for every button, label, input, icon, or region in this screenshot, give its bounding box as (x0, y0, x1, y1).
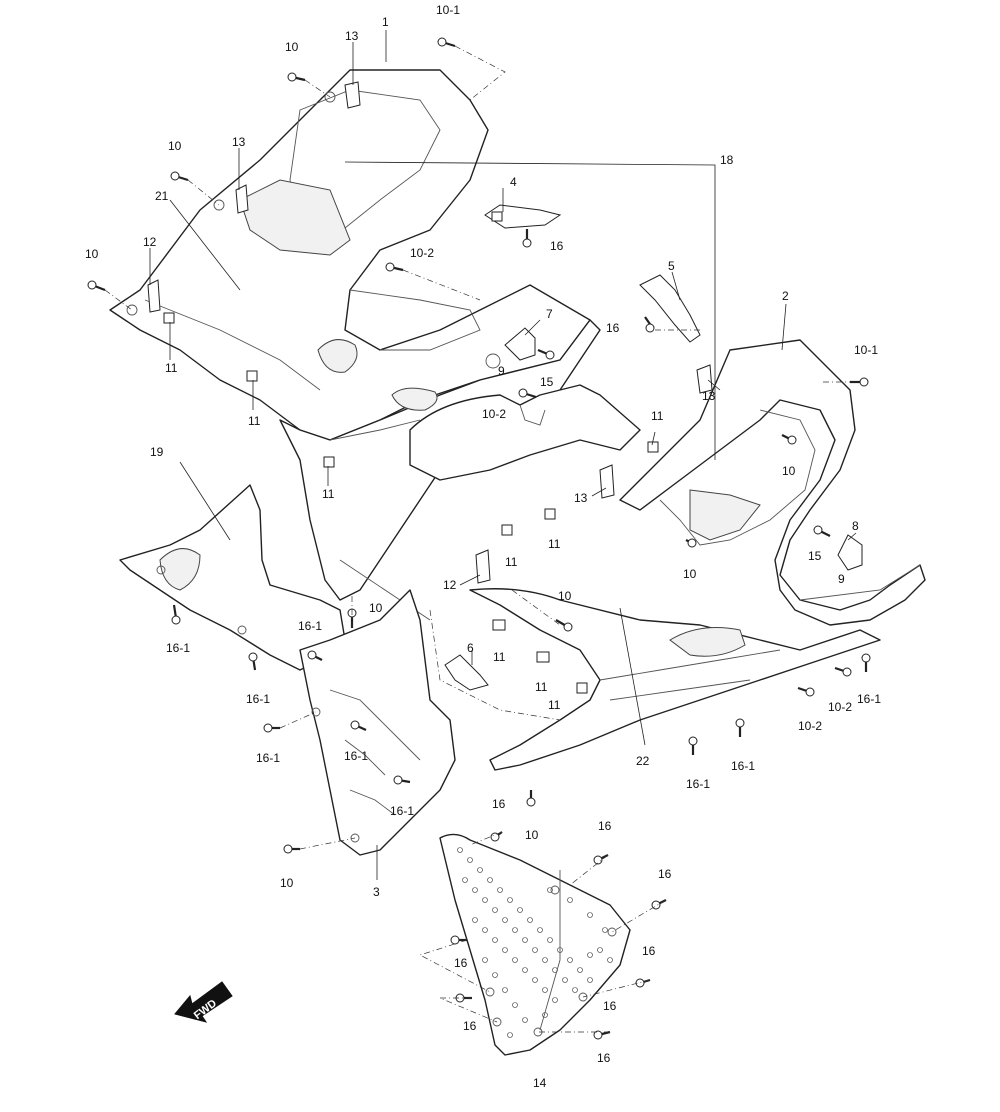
callout-label: 22 (636, 754, 650, 768)
callout-label: 16 (550, 239, 564, 253)
part-right-side-fairing (619, 339, 926, 626)
callout-label: 11 (651, 409, 664, 423)
callout-label: 16-1 (298, 619, 322, 633)
callout-label: 16-1 (166, 641, 190, 655)
callout-label: 13 (345, 29, 359, 43)
callout-label: 11 (322, 487, 335, 501)
callout-label: 10 (280, 876, 294, 890)
assembly-lines (104, 45, 850, 1033)
callout-label: 3 (373, 885, 380, 899)
callout-label: 16 (603, 999, 617, 1013)
bracket-4 (484, 204, 562, 229)
callout-label: 16 (606, 321, 620, 335)
callout-label: 11 (248, 414, 261, 428)
callout-label: 2 (782, 289, 789, 303)
clips-11 (163, 312, 659, 694)
callout-label: 16-1 (857, 692, 881, 706)
callout-label: 10-2 (410, 246, 434, 260)
callout-label: 16-1 (344, 749, 368, 763)
callout-label: 10-1 (854, 343, 878, 357)
callout-labels: 1 10-1 10 13 10 13 21 18 4 16 10-2 10 12… (85, 3, 881, 1090)
callout-label: 15 (808, 549, 822, 563)
callout-label: 16-1 (731, 759, 755, 773)
callout-label: 10-1 (436, 3, 460, 17)
part-right-lower-fairing (469, 588, 881, 771)
bracket-5 (639, 274, 701, 343)
callout-label: 10 (168, 139, 182, 153)
callout-label: 16 (463, 1019, 477, 1033)
callout-label: 18 (720, 153, 734, 167)
callout-label: 11 (548, 537, 561, 551)
bracket-7 (485, 327, 536, 369)
callout-label: 16-1 (686, 777, 710, 791)
fwd-arrow: FWD (174, 981, 233, 1023)
callout-label: 1 (382, 15, 389, 29)
mesh-pattern (457, 847, 613, 1038)
bracket-6 (444, 654, 489, 691)
brackets-12-13 (147, 81, 713, 584)
callout-label: 16 (598, 819, 612, 833)
callout-label: 10 (85, 247, 99, 261)
callout-label: 10-2 (482, 407, 506, 421)
part-left-side-fairing (119, 484, 346, 671)
callout-label: 13 (574, 491, 588, 505)
part-left-lower-fairing (299, 589, 456, 856)
callout-label: 16 (658, 867, 672, 881)
callout-label: 16 (454, 956, 468, 970)
callout-label: 6 (467, 641, 474, 655)
leader-lines (149, 30, 857, 880)
callout-label: 11 (165, 361, 178, 375)
callout-label: 13 (702, 389, 716, 403)
callout-label: 10 (525, 828, 539, 842)
callout-label: 15 (540, 375, 554, 389)
callout-label: 10-2 (798, 719, 822, 733)
callout-label: 9 (838, 572, 845, 586)
callout-label: 16-1 (246, 692, 270, 706)
callout-label: 5 (668, 259, 675, 273)
callout-label: 14 (533, 1076, 547, 1090)
callout-label: 12 (443, 578, 457, 592)
callout-label: 10 (683, 567, 697, 581)
callout-label: 16-1 (390, 804, 414, 818)
callout-label: 9 (498, 364, 505, 378)
callout-label: 8 (852, 519, 859, 533)
part-mesh-grille (439, 833, 631, 1056)
callout-label: 7 (546, 307, 553, 321)
part-upper-inner-cowl (109, 69, 591, 441)
callout-label: 16 (597, 1051, 611, 1065)
callout-label: 11 (505, 555, 518, 569)
callout-label: 19 (150, 445, 164, 459)
callout-label: 11 (548, 698, 561, 712)
callout-label: 21 (155, 189, 169, 203)
callout-label: 16-1 (256, 751, 280, 765)
callout-label: 16 (642, 944, 656, 958)
callout-label: 11 (493, 650, 506, 664)
callout-label: 10 (558, 589, 572, 603)
callout-label: 16 (492, 797, 506, 811)
callout-label: 12 (143, 235, 157, 249)
callout-label: 13 (232, 135, 246, 149)
callout-label: 10 (369, 601, 383, 615)
bracket-8 (837, 534, 863, 571)
callout-label: 4 (510, 175, 517, 189)
callout-label: 10 (782, 464, 796, 478)
callout-label: 10-2 (828, 700, 852, 714)
callout-label: 10 (285, 40, 299, 54)
callout-label: 11 (535, 680, 548, 694)
